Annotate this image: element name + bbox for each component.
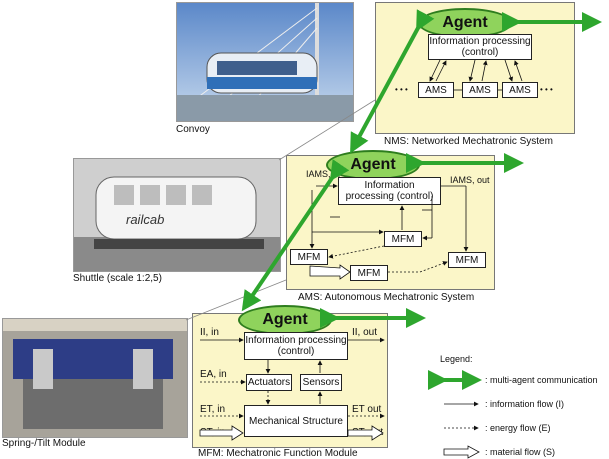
convoy-photo — [176, 2, 354, 122]
ams-out-label: IAMS, out — [450, 175, 490, 185]
legend-item-info: : information flow (I) — [485, 399, 565, 409]
legend-samples — [444, 401, 479, 431]
legend-item-energy: : energy flow (E) — [485, 423, 551, 433]
legend-material-sample — [443, 445, 480, 459]
ams-mfm-box-4: MFM — [448, 252, 486, 268]
module-illustration — [3, 319, 187, 437]
nms-ams-box-3: AMS — [502, 82, 538, 98]
mfm-material-in-arrow — [199, 425, 244, 441]
nms-caption: NMS: Networked Mechatronic System — [384, 136, 553, 147]
mfm-info-box: Information processing (control) — [244, 332, 348, 360]
ams-mfm-box-3: MFM — [350, 265, 388, 281]
mfm-i-out-label: II, out — [352, 327, 378, 338]
legend-title: Legend: — [440, 354, 473, 364]
nms-ams-box-2: AMS — [462, 82, 498, 98]
ams-mfm-box-1: MFM — [384, 231, 422, 247]
mfm-caption: MFM: Mechatronic Function Module — [198, 448, 358, 459]
legend-item-agent: : multi-agent communication — [485, 375, 598, 385]
mfm-et-in-label: ET, in — [200, 404, 226, 415]
module-to-ams-line — [185, 279, 287, 321]
mfm-i-in-label: II, in — [200, 327, 219, 338]
module-photo — [2, 318, 188, 438]
agent-communication-arrows — [241, 9, 602, 390]
mfm-e-in-label: EA, in — [200, 369, 227, 380]
nms-arrows — [429, 59, 523, 91]
mfm-et-out-label: ET out — [352, 404, 382, 415]
nms-info-box: Information processing (control) — [428, 34, 532, 60]
mfm-actuators-box: Actuators — [246, 374, 292, 391]
legend-item-material: : material flow (S) — [485, 447, 556, 457]
shuttle-caption: Shuttle (scale 1:2,5) — [73, 273, 162, 284]
mfm-sensors-box: Sensors — [300, 374, 342, 391]
nms-dots-right: • • • — [540, 85, 553, 94]
ams-caption: AMS: Autonomous Mechatronic System — [298, 292, 475, 303]
convoy-caption: Convoy — [176, 124, 210, 135]
ams-material-arrow — [309, 264, 351, 280]
convoy-illustration — [177, 3, 353, 121]
shuttle-brand: railcab — [126, 212, 165, 227]
ams-arrows — [309, 183, 469, 273]
module-caption: Spring-/Tilt Module — [2, 438, 86, 449]
mfm-material-out-arrow — [347, 425, 384, 441]
ams-info-box: Information processing (control) — [338, 177, 441, 205]
mfm-arrows — [200, 337, 385, 419]
mfm-mech-box: Mechanical Structure — [244, 405, 348, 437]
